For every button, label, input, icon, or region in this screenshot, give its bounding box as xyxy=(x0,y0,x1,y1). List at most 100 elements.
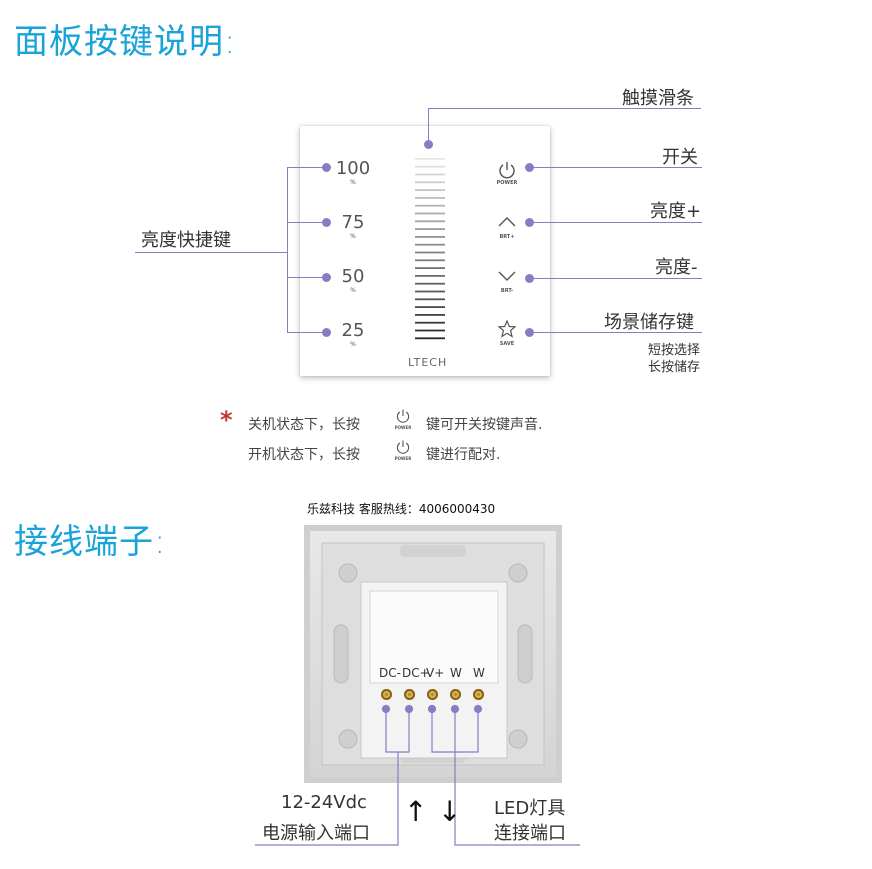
arrow-down-icon: ↓ xyxy=(438,795,462,828)
power-input-label: 电源输入端口 xyxy=(262,823,370,844)
slider-segment xyxy=(415,282,445,285)
led-output-label: LED灯具 xyxy=(494,798,566,819)
power-caption: POWER xyxy=(394,425,412,430)
note-line1-end: 键可开关按键声音. xyxy=(426,417,543,433)
slider-segment xyxy=(415,329,445,332)
slider-segment xyxy=(415,204,445,207)
touch-slider[interactable] xyxy=(410,156,450,346)
level-100-unit: % xyxy=(350,179,356,186)
slider-segment xyxy=(415,212,445,215)
callout-dot xyxy=(322,273,331,282)
slider-segment xyxy=(415,306,445,308)
slider-segment xyxy=(415,236,445,238)
terminal-screw xyxy=(450,689,461,700)
scene-long-press-note: 长按储存 xyxy=(648,360,701,375)
slider-segment xyxy=(415,314,445,316)
callout-dot xyxy=(322,163,331,172)
note-line2-end: 键进行配对. xyxy=(426,447,501,463)
terminal-label-dc-plus: DC+ xyxy=(402,666,430,680)
callout-line xyxy=(530,167,702,168)
level-100-label[interactable]: 100 xyxy=(335,158,371,179)
brightness-down-label: 亮度- xyxy=(655,257,698,278)
terminal-label-v-plus: V+ xyxy=(426,666,445,680)
terminal-label-w2: W xyxy=(473,666,485,680)
callout-dot xyxy=(525,328,534,337)
hotline-text: 乐兹科技 客服热线：4006000430 xyxy=(307,502,496,516)
brt-down-label: BRT- xyxy=(500,288,514,294)
slider-segment xyxy=(415,259,445,262)
callout-line xyxy=(287,167,327,168)
callout-dot xyxy=(424,140,433,149)
section-title-terminals: 接线端子: xyxy=(14,522,167,562)
chevron-up-icon[interactable] xyxy=(498,216,516,228)
terminal-screw xyxy=(427,689,438,700)
slider-segment xyxy=(415,197,445,199)
slider-segment xyxy=(415,290,445,293)
level-75-unit: % xyxy=(350,233,356,240)
slider-segment xyxy=(415,298,445,301)
callout-dot xyxy=(525,274,534,283)
shortcut-keys-label: 亮度快捷键 xyxy=(141,230,231,251)
level-75-label[interactable]: 75 xyxy=(341,212,365,233)
scene-save-label: 场景储存键 xyxy=(604,312,694,333)
slider-segment xyxy=(415,243,445,246)
brt-up-label: BRT+ xyxy=(499,234,515,240)
back-plate xyxy=(304,525,562,783)
slider-segment xyxy=(415,165,445,168)
level-50-unit: % xyxy=(350,287,356,294)
callout-line xyxy=(135,252,287,253)
power-icon xyxy=(396,409,410,423)
terminal-label-w1: W xyxy=(450,666,462,680)
terminal-screw xyxy=(381,689,392,700)
power-icon xyxy=(396,440,410,454)
power-icon[interactable] xyxy=(498,160,516,180)
chevron-down-icon[interactable] xyxy=(498,270,516,282)
slider-segment xyxy=(415,189,445,191)
power-input-voltage: 12-24Vdc xyxy=(281,792,367,813)
callout-line xyxy=(287,277,327,278)
slider-segment xyxy=(415,321,445,324)
slider-segment xyxy=(415,337,445,340)
callout-line xyxy=(287,332,327,333)
note-line1-start: 关机状态下，长按 xyxy=(248,417,360,433)
slider-segment xyxy=(415,267,445,269)
callout-dot xyxy=(322,328,331,337)
level-50-label[interactable]: 50 xyxy=(341,266,365,287)
callout-line xyxy=(287,222,327,223)
power-button-label: POWER xyxy=(496,180,518,186)
callout-line xyxy=(530,332,702,333)
callout-dot xyxy=(525,163,534,172)
callout-line xyxy=(428,108,429,142)
asterisk-mark: * xyxy=(220,406,233,434)
note-line2-start: 开机状态下，长按 xyxy=(248,447,360,463)
control-panel: 100 % 75 % 50 % 25 % POWER BRT+ BRT- SAV… xyxy=(300,126,550,376)
slider-segment xyxy=(415,228,445,230)
terminal-label-dc-minus: DC- xyxy=(379,666,401,680)
terminal-screw xyxy=(473,689,484,700)
led-output-port-label: 连接端口 xyxy=(494,823,566,844)
slider-segment xyxy=(415,251,445,254)
slider-segment xyxy=(415,181,445,184)
callout-line xyxy=(530,278,702,279)
on-off-label: 开关 xyxy=(662,147,698,168)
slider-segment xyxy=(415,220,445,223)
callout-line xyxy=(530,222,702,223)
scene-short-press-note: 短按选择 xyxy=(648,343,701,358)
save-button-label: SAVE xyxy=(499,341,515,347)
level-25-unit: % xyxy=(350,341,356,348)
level-25-label[interactable]: 25 xyxy=(341,320,365,341)
brand-logo: LTECH xyxy=(408,356,448,369)
callout-dot xyxy=(322,218,331,227)
section-title-panel: 面板按键说明: xyxy=(14,22,237,62)
brightness-up-label: 亮度+ xyxy=(650,201,702,222)
touch-slider-label: 触摸滑条 xyxy=(622,88,694,109)
arrow-up-icon: ↑ xyxy=(404,795,428,828)
terminal-screw xyxy=(404,689,415,700)
slider-segment xyxy=(415,158,445,160)
callout-line xyxy=(287,167,288,333)
callout-dot xyxy=(525,218,534,227)
wiring-diagram xyxy=(255,704,580,846)
power-caption: POWER xyxy=(394,456,412,461)
star-icon[interactable] xyxy=(498,320,516,338)
slider-segment xyxy=(415,173,445,176)
